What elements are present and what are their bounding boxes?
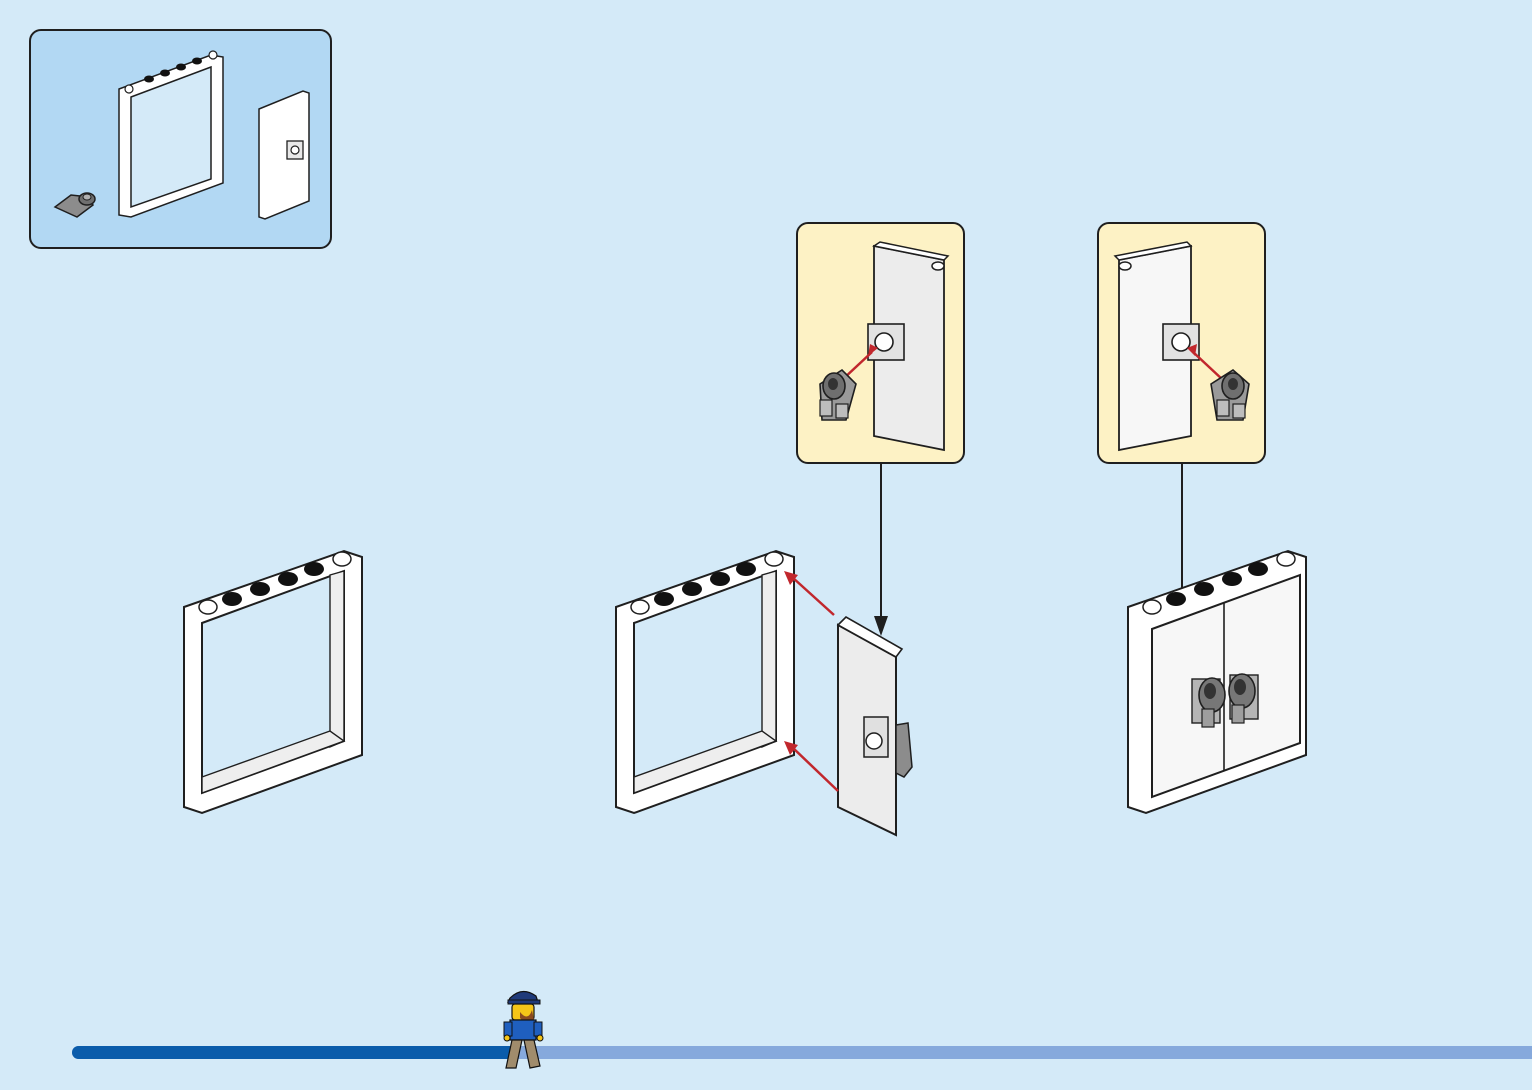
step-doors-closed [1124, 545, 1314, 825]
minifigure-progress-marker [498, 988, 548, 1072]
step-attach-door [612, 545, 922, 845]
step-frame-only [180, 545, 370, 825]
progress-fill [72, 1046, 510, 1059]
